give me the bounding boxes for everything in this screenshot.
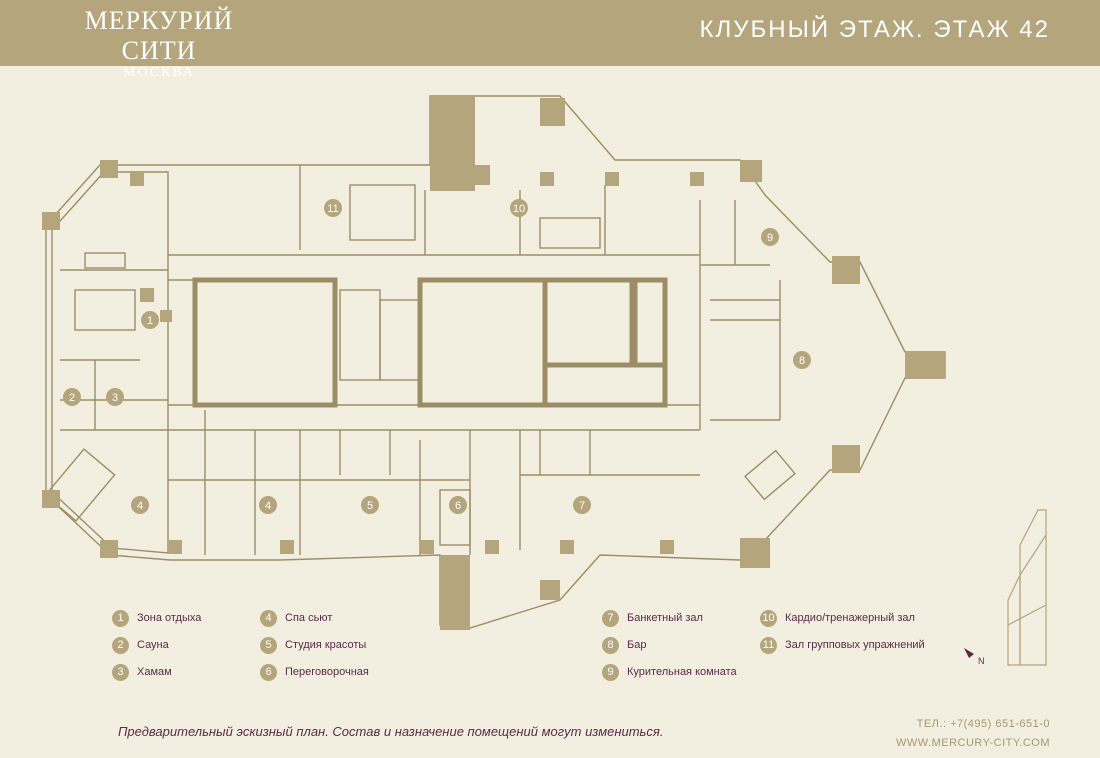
legend-label: Спа сьют [285,612,333,624]
website-link[interactable]: WWW.MERCURY-CITY.COM [895,737,1050,749]
room-marker-number: 4 [137,500,143,512]
contact-info: ТЕЛ.: +7(495) 651-651-0 WWW.MERCURY-CITY… [896,715,1050,753]
legend-number-badge: 11 [760,636,777,654]
legend-item: 3 Хамам [112,662,172,682]
legend-number-badge: 7 [602,609,619,627]
legend-number-badge: 8 [602,636,619,654]
room-marker: 4 [259,496,277,514]
brand-title: МЕРКУРИЙ СИТИ [84,6,234,65]
room-marker-number: 11 [327,203,338,215]
room-marker-number: 10 [513,203,525,215]
legend-item: 11 Зал групповых упражнений [760,635,925,655]
legend-item: 2 Сауна [112,635,169,655]
legend-number-badge: 6 [260,663,277,681]
legend-item: 8 Бар [602,635,646,655]
room-marker: 8 [793,351,811,369]
phone-link[interactable]: ТЕЛ.: +7(495) 651-651-0 [916,718,1050,730]
header-bar: МЕРКУРИЙ СИТИ МОСКВА КЛУБНЫЙ ЭТАЖ. ЭТАЖ … [0,0,1100,80]
room-marker-number: 1 [147,315,153,327]
legend-item: 9 Курительная комната [602,662,737,682]
room-marker: 5 [361,496,379,514]
room-marker: 1 [141,311,159,329]
legend-label: Курительная комната [627,666,737,678]
legend-item: 5 Студия красоты [260,635,366,655]
room-marker: 3 [106,388,124,406]
legend-label: Студия красоты [285,639,367,651]
legend-number-badge: 3 [112,663,129,681]
legend-number-badge: 9 [602,663,619,681]
legend-number-badge: 2 [112,636,129,654]
brand-logo[interactable]: МЕРКУРИЙ СИТИ МОСКВА [44,6,274,80]
brand-subtitle: МОСКВА [123,65,195,80]
room-marker-number: 9 [767,232,773,244]
room-marker-number: 5 [367,500,373,512]
room-marker-number: 7 [579,500,585,512]
room-marker: 4 [131,496,149,514]
room-marker: 11 [324,199,342,217]
legend-number-badge: 5 [260,636,277,654]
tower-icon [1007,509,1047,666]
room-marker-number: 4 [265,500,271,512]
room-marker: 10 [510,199,528,217]
legend-item: 10 Кардио/тренажерный зал [760,608,915,628]
legend-number-badge: 1 [112,609,129,627]
legend-label: Зал групповых упражнений [785,639,925,651]
legend-label: Банкетный зал [627,612,703,624]
plan-outline [44,95,946,629]
room-marker-number: 6 [455,500,461,512]
legend: 1 Зона отдыха 2 Сауна 3 Хамам 4 Спа сьют 5 Студия… [112,608,932,688]
legend-label: Бар [627,639,647,651]
room-marker: 7 [573,496,591,514]
room-marker: 6 [449,496,467,514]
legend-label: Сауна [137,639,169,651]
room-marker: 9 [761,228,779,246]
disclaimer-note: Предварительный эскизный план. Состав и … [118,724,664,739]
legend-number-badge: 4 [260,609,277,627]
legend-item: 7 Банкетный зал [602,608,703,628]
legend-label: Хамам [137,666,172,678]
room-marker-number: 8 [799,355,805,367]
plan-columns [42,96,945,630]
room-marker: 2 [63,388,81,406]
legend-label: Переговорочная [285,666,369,678]
compass-label: N [978,656,985,666]
legend-number-badge: 10 [760,609,777,627]
compass-icon: N [962,646,992,670]
room-marker-number: 3 [112,392,118,404]
legend-label: Зона отдыха [137,612,202,624]
floor-plan: 1 2 3 4 4 5 6 7 8 9 10 11 [42,95,946,630]
floor-title: КЛУБНЫЙ ЭТАЖ. ЭТАЖ 42 [699,16,1050,43]
legend-item: 1 Зона отдыха [112,608,201,628]
room-marker-number: 2 [69,392,75,404]
plan-markers: 1 2 3 4 4 5 6 7 8 9 10 11 [63,199,811,514]
legend-item: 4 Спа сьют [260,608,332,628]
legend-item: 6 Переговорочная [260,662,369,682]
legend-label: Кардио/тренажерный зал [785,612,915,624]
